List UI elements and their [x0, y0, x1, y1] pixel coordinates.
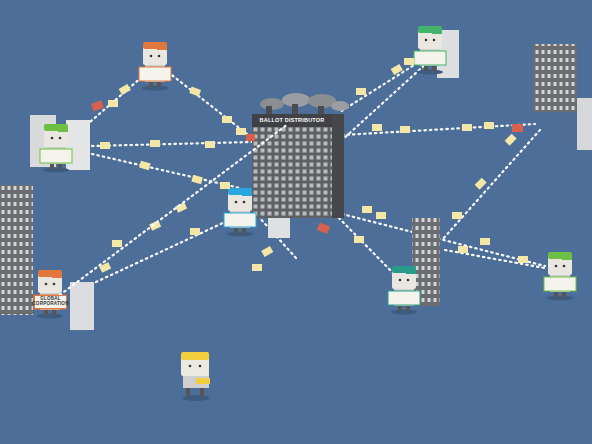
distributor-building [252, 93, 349, 218]
character [181, 352, 210, 401]
character-sign: GLOBAL CORPORATION [34, 295, 67, 309]
character [34, 26, 576, 319]
dotted-line [60, 126, 285, 295]
dotted-route [60, 126, 285, 295]
sign-text: GLOBAL CORPORATION [32, 297, 68, 307]
building-sign: BALLOT DISTRIBUTOR [254, 116, 330, 126]
envelope [91, 100, 523, 234]
dotted-routes [90, 60, 545, 282]
sign-text: BALLOT DISTRIBUTOR [260, 118, 325, 124]
envelope [99, 58, 528, 273]
building [0, 30, 592, 330]
